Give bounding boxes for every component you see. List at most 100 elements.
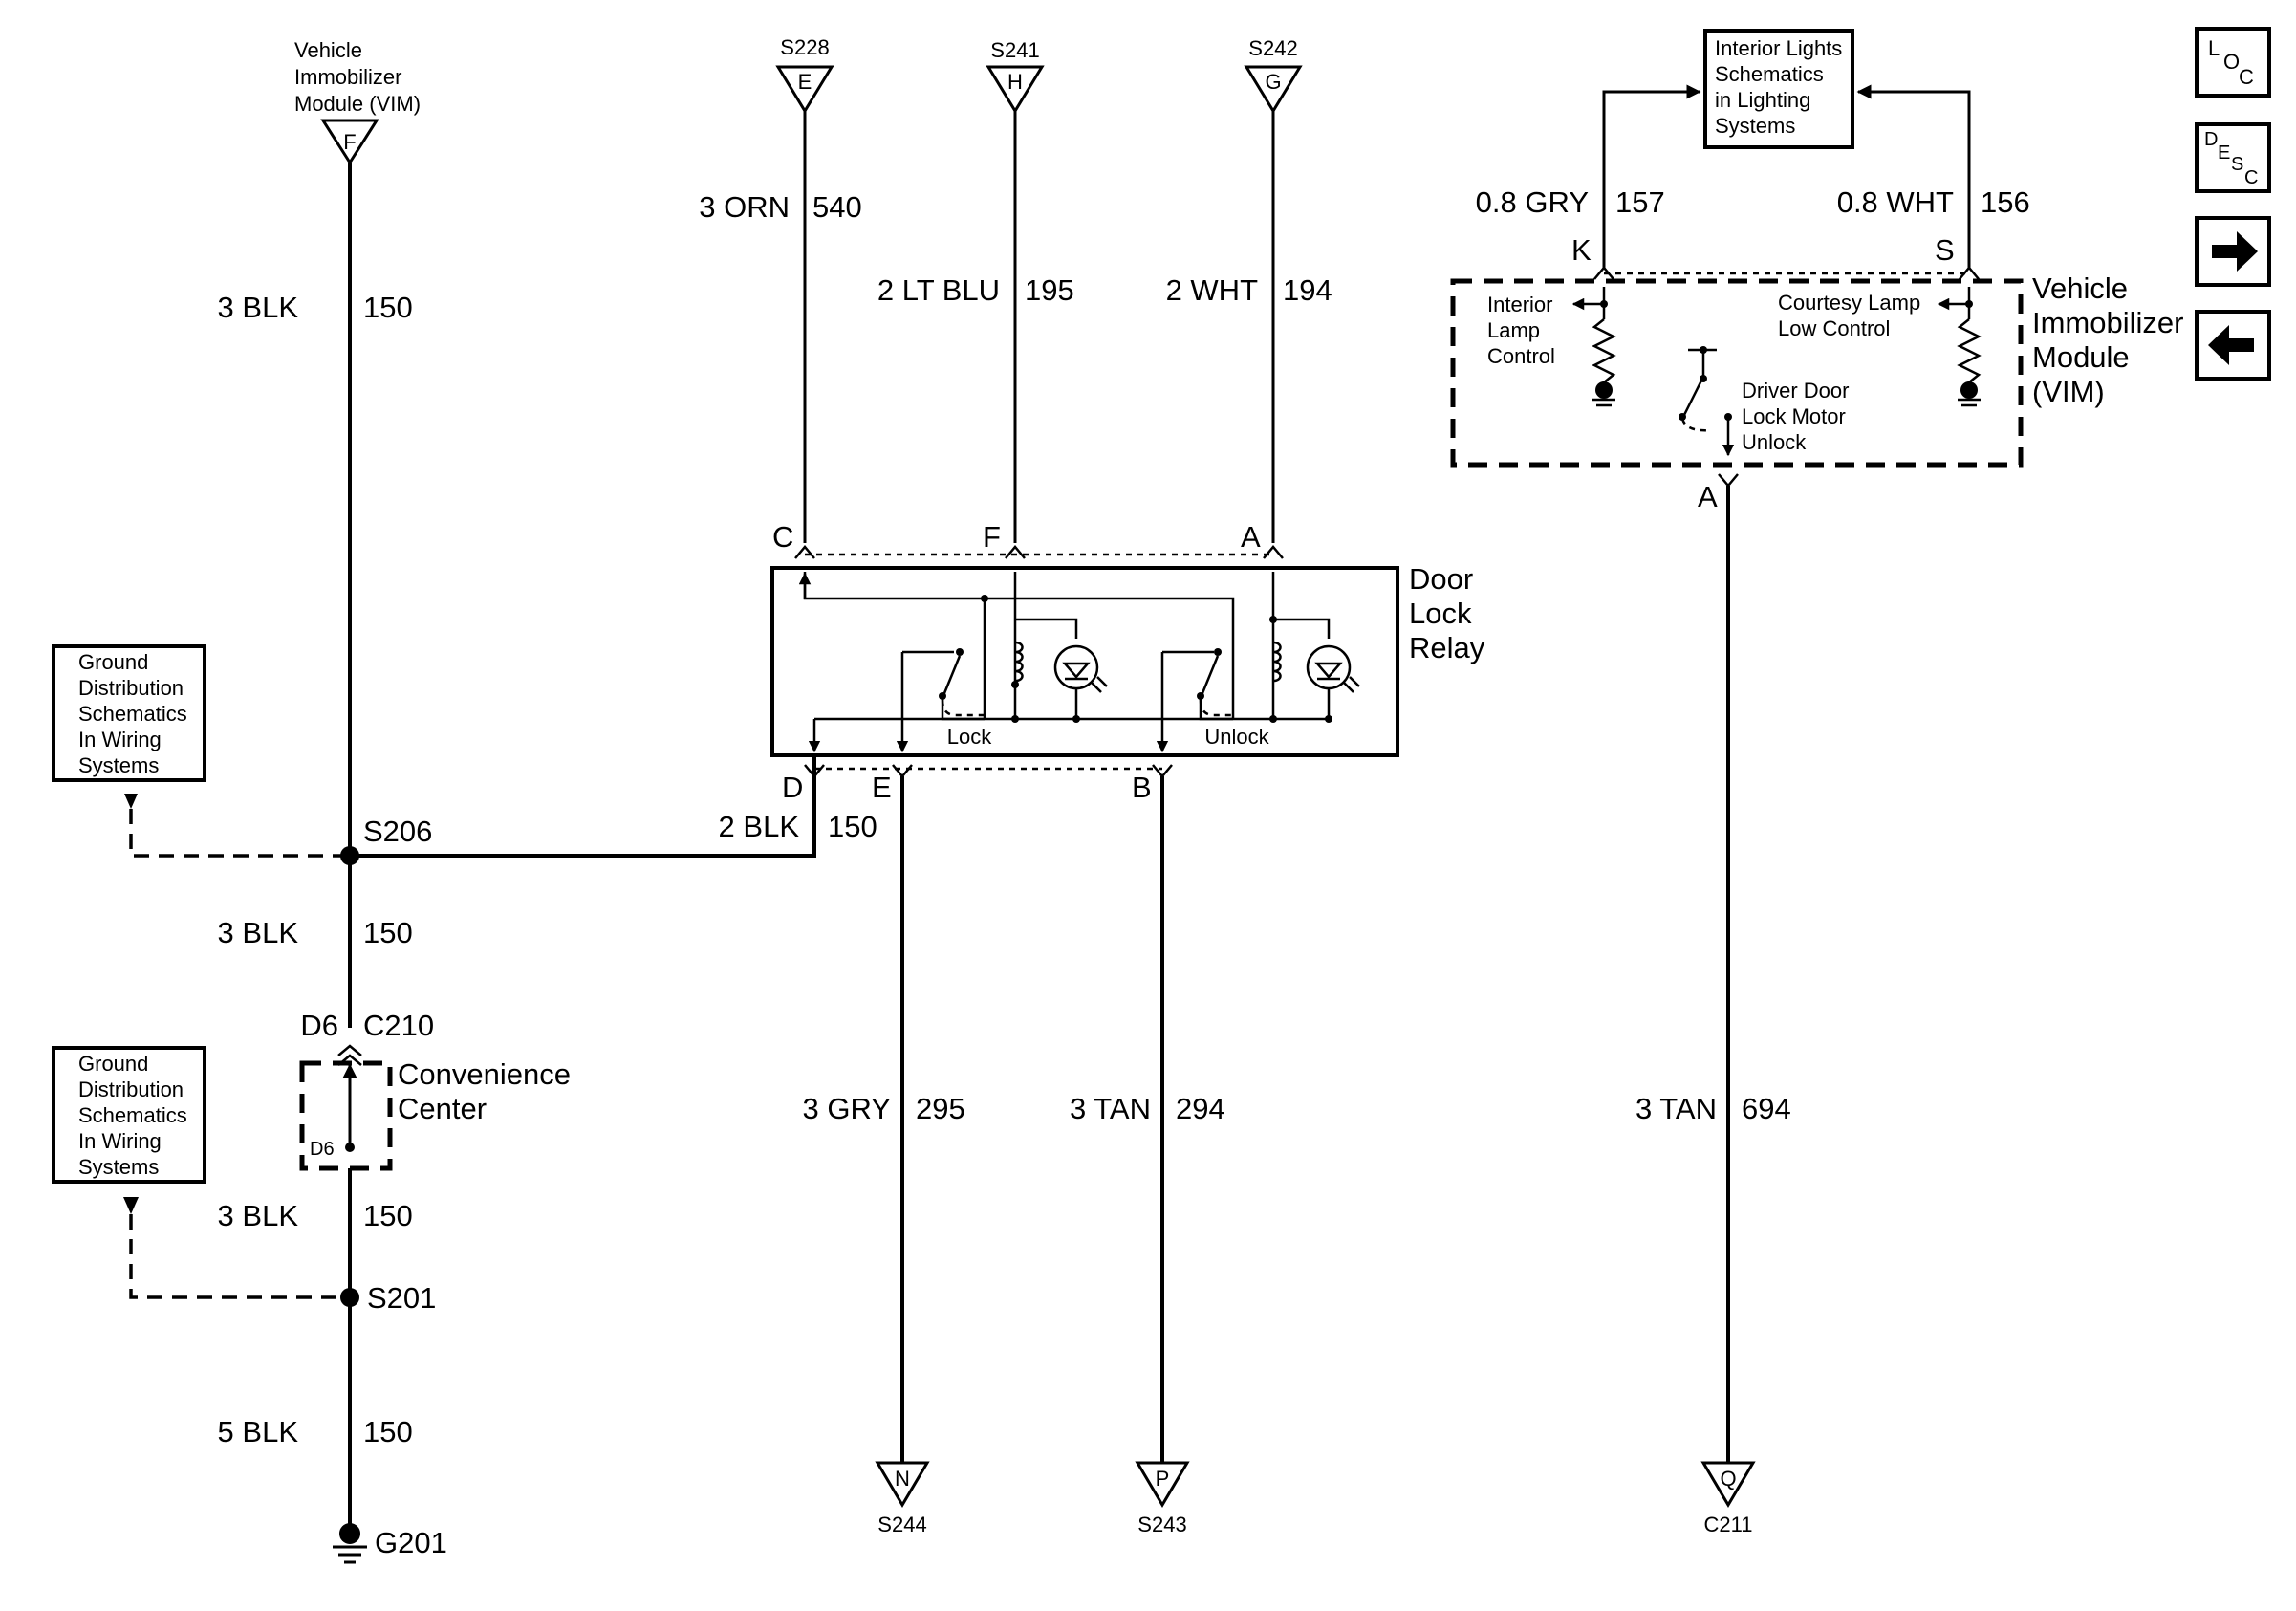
ground-wire-seg2-color: 3 BLK [218, 916, 299, 949]
wire-294-color: 3 TAN [1070, 1092, 1151, 1125]
interior-lights-line3: in Lighting [1715, 88, 1810, 112]
vim-module-box [1450, 278, 2024, 468]
interior-lights-ref-box [1703, 29, 1854, 149]
relay-pin-a: A [1241, 520, 1261, 554]
unlock-led-icon [1306, 644, 1352, 690]
ground-ref-lower-line5: Systems [78, 1155, 159, 1179]
prev-page-button[interactable] [2195, 310, 2271, 381]
desc-button[interactable]: D E S C [2195, 122, 2271, 193]
top-ref-s242-letter: G [1265, 70, 1281, 94]
ground-wire-seg4-circuit: 150 [363, 1415, 413, 1448]
vim-title-line3: Module [2032, 340, 2130, 374]
ground-ref-upper-line5: Systems [78, 753, 159, 777]
relay-ground-wire [350, 755, 816, 858]
bottom-ref-s243: P S243 [1135, 1461, 1190, 1536]
relay-junction-dot-1 [981, 595, 988, 602]
wire-294-circuit: 294 [1176, 1092, 1225, 1125]
ground-ref-box-lower [52, 1046, 206, 1184]
top-ref-s228-symbol [775, 65, 834, 114]
ground-ref-upper-arrow [124, 794, 138, 809]
relay-top-connector-symbols [794, 545, 1284, 559]
ground-ref-box-upper [52, 644, 206, 782]
interior-lamp-line3: Control [1487, 344, 1555, 368]
wire-156-circuit: 156 [1981, 185, 2030, 219]
ground-ref-upper-dashed-link [129, 809, 350, 858]
relay-pin-c: C [772, 520, 793, 554]
ground-ref-lower-line4: In Wiring [78, 1129, 162, 1153]
interior-lamp-resistor-icon [1592, 318, 1616, 386]
lock-diode-feed [1015, 618, 1078, 639]
bottom-ref-s244-splice: S244 [877, 1513, 926, 1536]
wire-295-color: 3 GRY [803, 1092, 891, 1125]
interior-lamp-ground-dot [1595, 381, 1613, 399]
lock-switch-arm [941, 655, 962, 699]
vim-ref-title-line2: Immobilizer [294, 65, 401, 89]
splice-s201-label: S201 [367, 1281, 436, 1315]
convenience-center-label-line2: Center [398, 1092, 487, 1125]
top-ref-s241: S241 H [986, 38, 1045, 114]
convenience-center-pin: D6 [310, 1139, 335, 1160]
ground-distribution-ref-upper: Ground Distribution Schematics In Wiring… [52, 644, 350, 858]
unlock-switch-arm [1199, 655, 1220, 699]
unlock-diode-feed [1273, 618, 1331, 639]
unlock-switch-mechanical-link [1199, 699, 1233, 717]
wire-540-color: 3 ORN [699, 190, 790, 224]
relay-title-line1: Door [1409, 562, 1473, 596]
relay-junction-dot-5 [1269, 616, 1277, 623]
ground-ref-lower-line1: Ground [78, 1052, 148, 1076]
wire-156-color: 0.8 WHT [1837, 185, 1954, 219]
convenience-center: Convenience Center D6 [299, 1057, 571, 1171]
wire-195-circuit: 195 [1025, 273, 1074, 307]
courtesy-lamp-ground-icon [1958, 398, 1981, 407]
vim-pin-a-connector-symbol [1718, 473, 1739, 488]
ground-ref-upper-line2: Distribution [78, 676, 184, 700]
convenience-center-label-line1: Convenience [398, 1057, 571, 1091]
desc-letter-c: C [2244, 167, 2258, 188]
relay-ground-wire-color: 2 BLK [719, 810, 800, 843]
wire-694-color: 3 TAN [1635, 1092, 1717, 1125]
wire-195-color: 2 LT BLU [877, 273, 1000, 307]
courtesy-lamp-ground-dot [1960, 381, 1978, 399]
ground-symbol-icon [333, 1545, 367, 1564]
bottom-ref-s244-letter: N [895, 1467, 910, 1491]
courtesy-lamp-resistor-icon [1957, 318, 1982, 386]
top-ref-s241-splice: S241 [990, 38, 1039, 62]
loc-letter-o: O [2223, 50, 2240, 74]
ground-wire-seg1-color: 3 BLK [218, 291, 299, 324]
ground-ref-upper-line3: Schematics [78, 702, 187, 726]
door-lock-relay: C F A Door Lock Relay [770, 520, 1485, 804]
vim-pin-a: A [1698, 480, 1718, 513]
interior-lights-line4: Systems [1715, 114, 1795, 138]
interior-lights-line2: Schematics [1715, 62, 1824, 86]
ground-wire-seg1-circuit: 150 [363, 291, 413, 324]
arrow-right-icon [2212, 231, 2258, 272]
relay-title-line2: Lock [1409, 597, 1472, 630]
interior-lights-line1: Interior Lights [1715, 36, 1842, 60]
vim-ref-title-line3: Module (VIM) [294, 92, 421, 116]
vim-title-line2: Immobilizer [2032, 306, 2183, 339]
top-ref-s241-letter: H [1007, 70, 1023, 94]
lock-led-diode-icon [1062, 662, 1091, 681]
bottom-ref-c211: Q C211 [1700, 1461, 1756, 1536]
loc-icon[interactable] [2195, 27, 2271, 98]
wire-295-circuit: 295 [916, 1092, 965, 1125]
relay-pin-f: F [983, 520, 1001, 554]
driver-door-line1: Driver Door [1742, 379, 1849, 403]
ground-ref-lower-dashed-link [129, 1214, 350, 1299]
driver-door-line3: Unlock [1742, 430, 1807, 454]
loc-button[interactable]: L O C [2195, 27, 2271, 98]
vim-title-line1: Vehicle [2032, 272, 2128, 305]
next-page-button[interactable] [2195, 216, 2271, 287]
top-ref-s241-symbol [986, 65, 1045, 114]
relay-bottom-connector-symbols [804, 764, 1173, 778]
lock-led-lead [1074, 676, 1108, 719]
lock-led-icon [1053, 644, 1099, 690]
ground-wire-seg3-color: 3 BLK [218, 1199, 299, 1232]
relay-pin-d: D [782, 771, 803, 804]
top-ref-s242-symbol [1244, 65, 1303, 114]
ground-wire-seg3-circuit: 150 [363, 1199, 413, 1232]
relay-unlock-label: Unlock [1204, 725, 1269, 749]
desc-icon[interactable] [2195, 122, 2271, 193]
vim-ref-title-line1: Vehicle [294, 38, 362, 62]
